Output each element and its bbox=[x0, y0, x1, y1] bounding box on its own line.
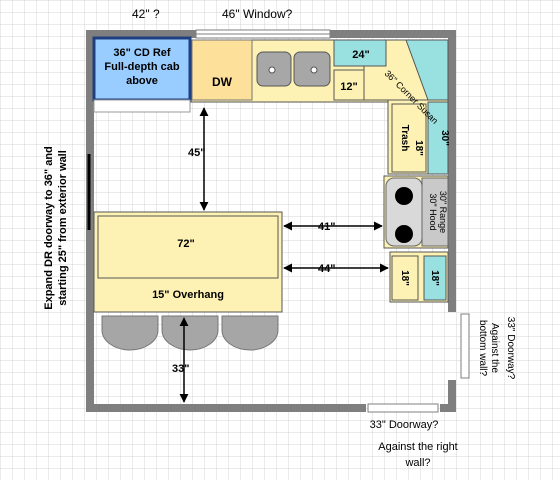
trash-cabinet bbox=[391, 103, 427, 173]
dimension-45-label: 45" bbox=[188, 147, 205, 159]
stools bbox=[101, 315, 279, 351]
cabinet-12 bbox=[333, 69, 365, 101]
window-note: 46" Window? bbox=[222, 7, 293, 21]
cabinet-18-right bbox=[423, 255, 447, 301]
overhang-label: 15" Overhang bbox=[152, 289, 224, 301]
cabinet-30 bbox=[427, 101, 449, 175]
hood-label-line2: 30" Range bbox=[438, 191, 448, 233]
stool bbox=[161, 315, 219, 351]
right-door-frame bbox=[460, 313, 470, 379]
stool bbox=[221, 315, 279, 351]
right-door-note-line2: Against the bbox=[489, 323, 500, 373]
wall-right-upper bbox=[448, 30, 456, 312]
refrigerator-side-strip bbox=[93, 99, 191, 113]
top-left-note: 42" ? bbox=[132, 7, 160, 21]
island-size-label: 72" bbox=[177, 238, 194, 250]
wall-top-right bbox=[330, 30, 456, 38]
wall-bottom-right bbox=[440, 404, 456, 412]
trash-size-label: 18" bbox=[413, 140, 424, 156]
bottom-door-note-line1: 33" Doorway? bbox=[370, 419, 439, 431]
cabinet-24-label: 24" bbox=[352, 49, 369, 61]
drain-icon bbox=[268, 66, 276, 74]
dimension-44-label: 44" bbox=[318, 263, 335, 275]
right-door-note-line3: bottom wall? bbox=[477, 320, 488, 377]
dishwasher-label: DW bbox=[212, 75, 233, 89]
side-note-line2: starting 25" from exterior wall bbox=[57, 150, 69, 306]
hood-label-line1: 30" Hood bbox=[428, 193, 438, 230]
cabinet-12-label: 12" bbox=[340, 81, 357, 93]
wall-bottom-left bbox=[86, 404, 366, 412]
cabinet-30-label: 30" bbox=[439, 130, 450, 146]
fridge-label-line1: 36" CD Ref bbox=[113, 47, 171, 59]
wall-top-left bbox=[86, 30, 196, 38]
trash-label: Trash bbox=[399, 125, 410, 152]
cabinet-24 bbox=[333, 39, 387, 67]
burner-icon bbox=[395, 187, 413, 205]
cabinet-18-left bbox=[391, 255, 419, 301]
bottom-door-note-line3: wall? bbox=[404, 457, 430, 469]
drain-icon bbox=[310, 66, 318, 74]
island-base bbox=[97, 215, 279, 279]
bottom-door-note-line2: Against the right bbox=[378, 441, 458, 453]
fridge-label-line2: Full-depth cab bbox=[104, 61, 179, 73]
wall-right-lower bbox=[448, 380, 456, 412]
dishwasher bbox=[191, 39, 253, 101]
dimension-33-label: 33" bbox=[172, 363, 189, 375]
sink bbox=[256, 51, 331, 87]
fridge-label-line3: above bbox=[126, 75, 158, 87]
right-door-note-line1: 33" Doorway? bbox=[505, 317, 516, 380]
cabinet-18-left-label: 18" bbox=[399, 270, 410, 286]
stool bbox=[101, 315, 159, 351]
bottom-door-frame bbox=[367, 403, 439, 413]
dimension-41-label: 41" bbox=[318, 221, 335, 233]
burner-icon bbox=[395, 225, 413, 243]
cabinet-18-right-label: 18" bbox=[429, 270, 440, 286]
hood bbox=[421, 177, 449, 247]
side-note-line1: Expand DR doorway to 36" and bbox=[43, 146, 55, 310]
